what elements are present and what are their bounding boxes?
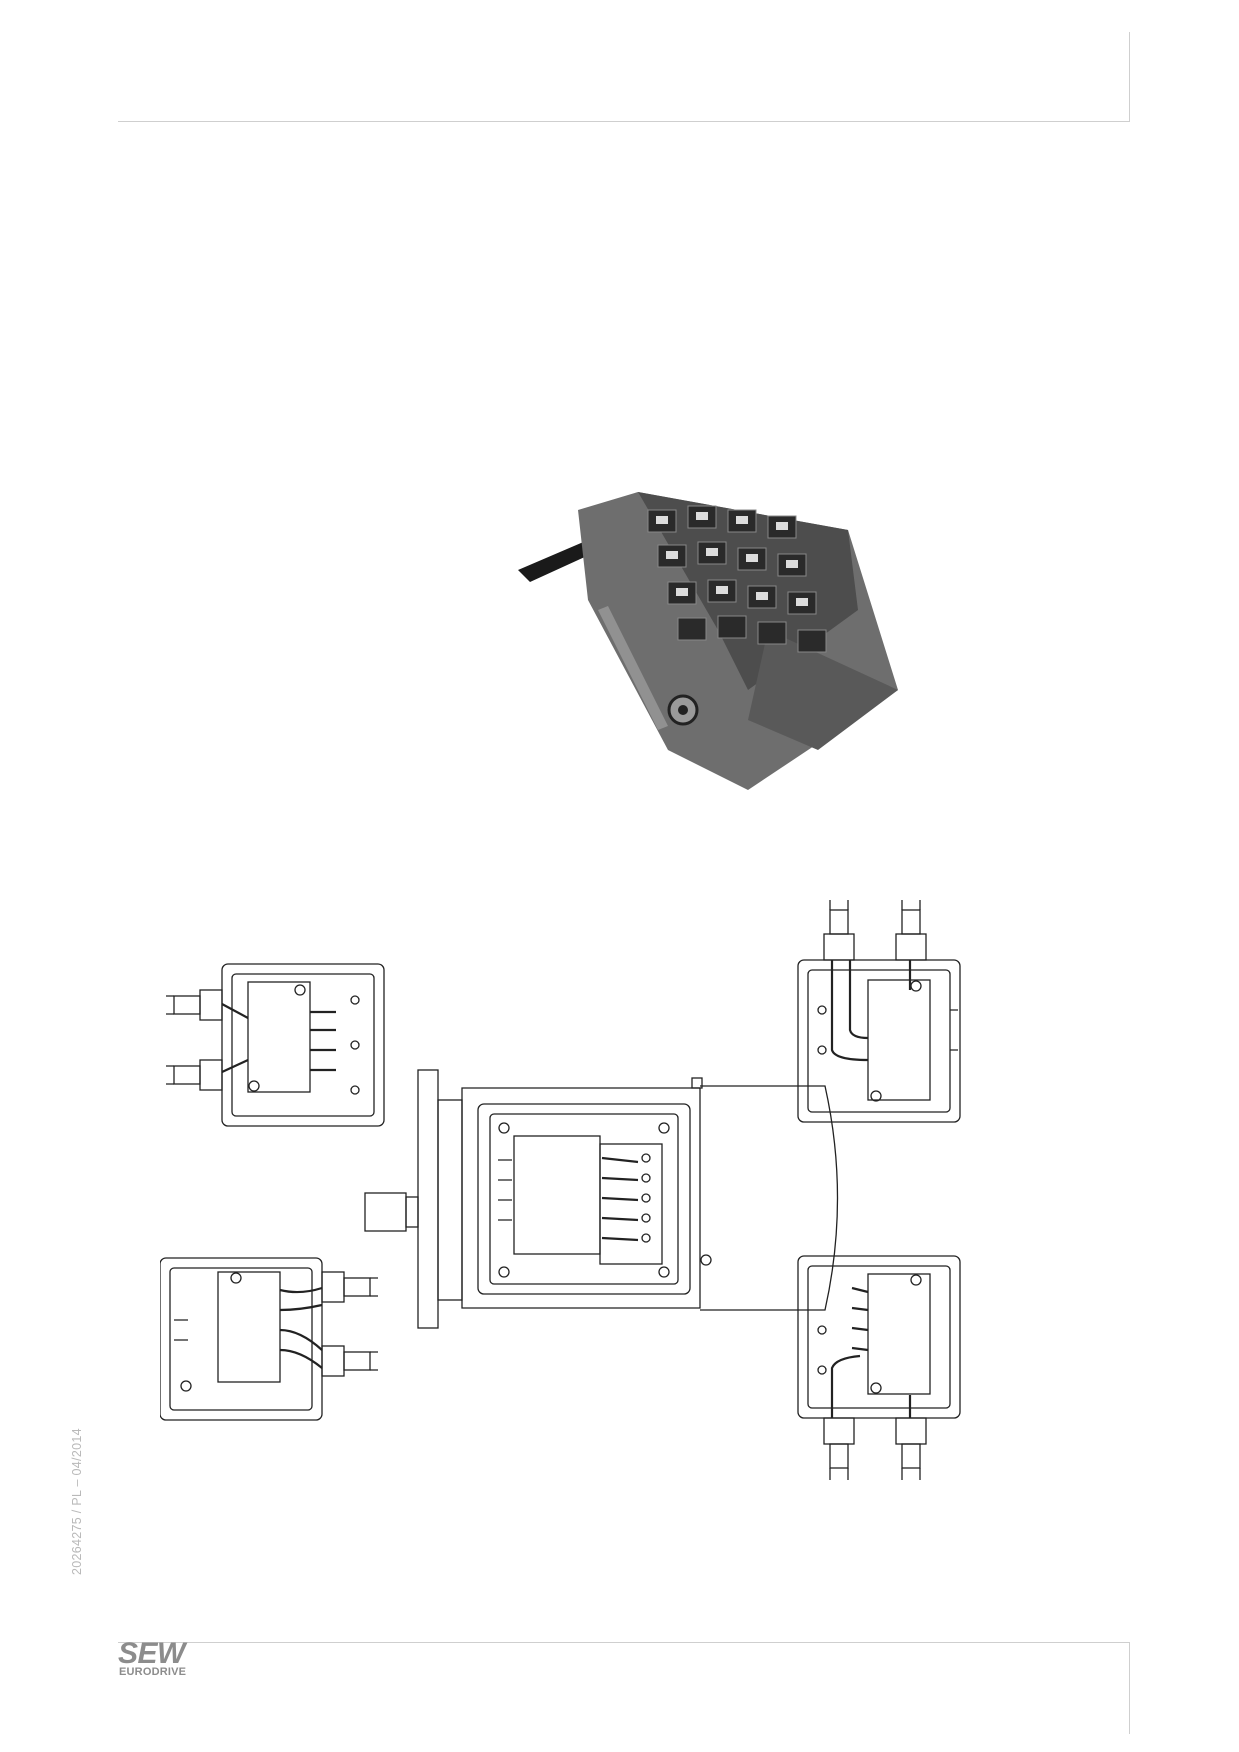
motor-center xyxy=(364,1069,839,1329)
terminal-box-top-right xyxy=(797,900,961,1123)
terminal-box-bottom-right xyxy=(797,1255,961,1480)
footer-edge-rule xyxy=(1129,1642,1130,1734)
motor-terminal-box-drawing xyxy=(160,900,961,1480)
header-rule xyxy=(118,121,1129,122)
logo-eurodrive-text: EURODRIVE xyxy=(119,1666,187,1678)
terminal-box-bottom-left xyxy=(160,1257,378,1421)
logo-sew-text: SEW xyxy=(118,1637,185,1670)
footer-rule xyxy=(118,1642,1129,1643)
sew-eurodrive-logo: SEW EURODRIVE xyxy=(118,1639,218,1681)
terminal-box-top-left xyxy=(166,963,385,1127)
document-code: 20264275 / PL – 04/2014 xyxy=(70,1428,84,1575)
terminal-block-photo xyxy=(518,492,898,790)
header-edge-rule xyxy=(1129,32,1130,122)
